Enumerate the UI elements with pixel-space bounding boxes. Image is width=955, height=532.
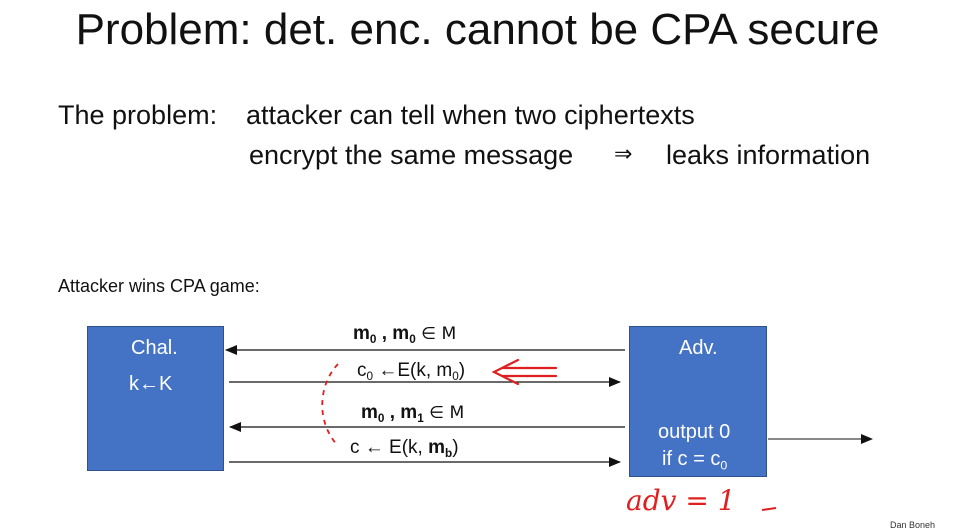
game-label: Attacker wins CPA game: [58, 276, 260, 296]
challenger-name: Chal. [131, 337, 178, 359]
slide-credit: Dan Boneh [889, 520, 935, 530]
problem-line-1: attacker can tell when two ciphertexts [246, 100, 695, 130]
red-dashed-curve [321, 363, 339, 447]
problem-line-2b: leaks information [666, 140, 871, 170]
adversary-box: Adv. output 0 if c = c0 [629, 326, 767, 477]
implies-symbol: ⇒ [614, 142, 633, 167]
red-underline [761, 507, 777, 511]
adversary-name: Adv. [679, 337, 718, 359]
handwritten-annotation: adv = 1 [626, 484, 736, 517]
challenger-box: Chal. k←K [87, 326, 224, 471]
adversary-output-line-1: output 0 [658, 421, 731, 443]
ciphertext-response-1: c0 ←E(k, m0) [357, 360, 466, 384]
red-annotation-arrow [491, 358, 558, 386]
message-query-1: m0 , m0 ∈ M [353, 323, 457, 347]
adversary-output-line-2: if c = c0 [662, 448, 728, 473]
problem-intro: The problem: [58, 100, 218, 130]
problem-line-2a: encrypt the same message [249, 140, 574, 170]
ciphertext-response-2: c ← E(k, mb) [350, 437, 459, 461]
message-query-2: m0 , m1 ∈ M [361, 402, 465, 426]
challenger-keygen: k←K [129, 373, 173, 395]
slide-title: Problem: det. enc. cannot be CPA secure [75, 5, 880, 54]
